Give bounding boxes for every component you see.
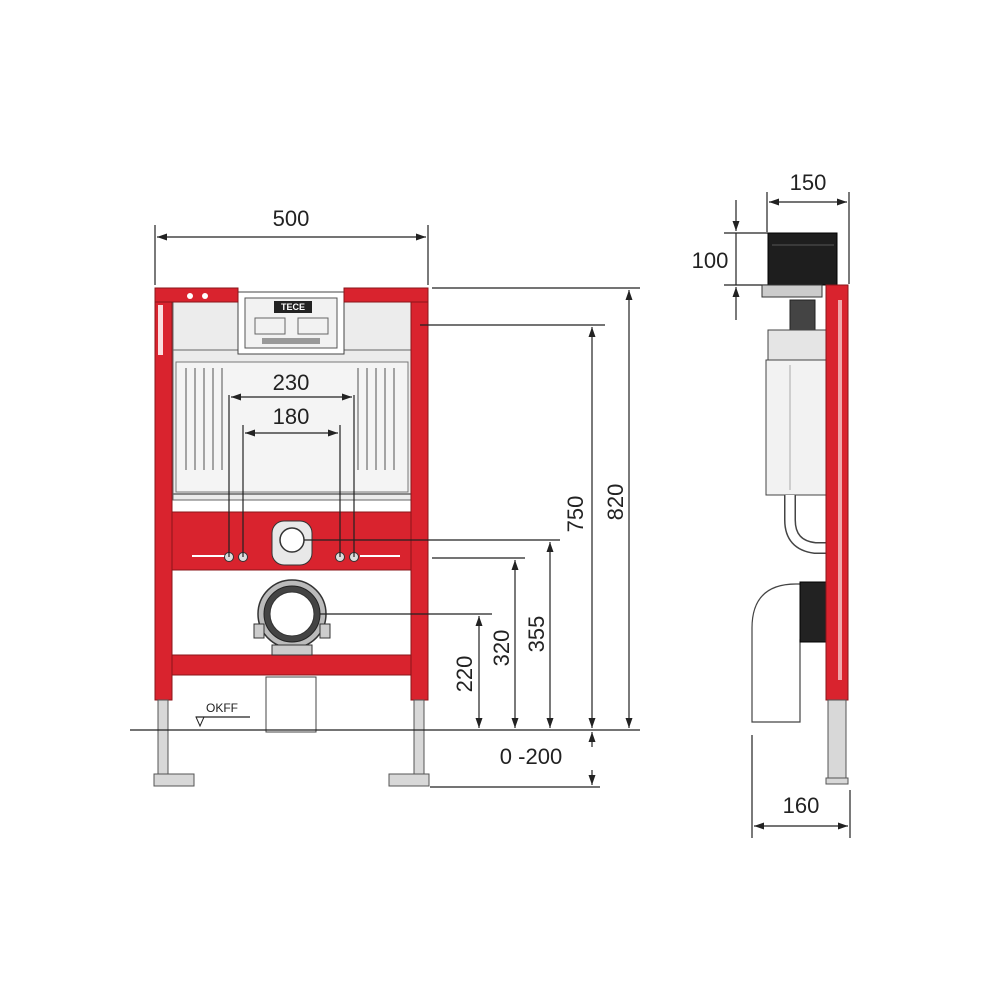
height-dimensions: 820 750 355 320 220 0 -200 bbox=[304, 287, 640, 785]
adjustable-feet bbox=[153, 699, 430, 787]
side-foot bbox=[827, 699, 847, 781]
waste-pipe-stub bbox=[265, 676, 317, 733]
water-inlet bbox=[271, 520, 313, 566]
drain-connector bbox=[253, 579, 331, 656]
dim-750-label: 750 bbox=[563, 496, 588, 533]
dim-150-label: 150 bbox=[790, 170, 827, 195]
dim-180-label: 180 bbox=[273, 404, 310, 429]
right-frame-post bbox=[410, 287, 429, 701]
top-rail-right bbox=[343, 287, 429, 303]
top-rail-left bbox=[154, 287, 239, 303]
left-frame-post bbox=[154, 287, 173, 701]
dim-820-label: 820 bbox=[603, 484, 628, 521]
brand-badge bbox=[274, 301, 312, 313]
dim-feet-range-label: 0 -200 bbox=[500, 744, 562, 769]
floor-level-marker: OKFF bbox=[195, 701, 250, 728]
dim-500-label: 500 bbox=[273, 206, 310, 231]
cistern-body bbox=[175, 361, 409, 493]
front-view: 500 TECE bbox=[130, 206, 640, 788]
side-flush-plate bbox=[767, 232, 838, 286]
brand-logo-text: TECE bbox=[281, 302, 305, 312]
dim-230-label: 230 bbox=[273, 370, 310, 395]
side-frame-post bbox=[825, 284, 849, 701]
side-cistern-tank bbox=[765, 359, 827, 496]
cistern-ribs bbox=[185, 368, 395, 470]
side-mount-bracket bbox=[761, 284, 823, 298]
okff-label: OKFF bbox=[206, 701, 238, 715]
side-view: 150 100 160 bbox=[692, 170, 851, 838]
dim-355-label: 355 bbox=[524, 616, 549, 653]
dim-100-label: 100 bbox=[692, 248, 729, 273]
dim-160-label: 160 bbox=[783, 793, 820, 818]
dim-320-label: 320 bbox=[489, 630, 514, 667]
bottom-crossbeam bbox=[171, 654, 412, 676]
dim-220-label: 220 bbox=[452, 656, 477, 693]
